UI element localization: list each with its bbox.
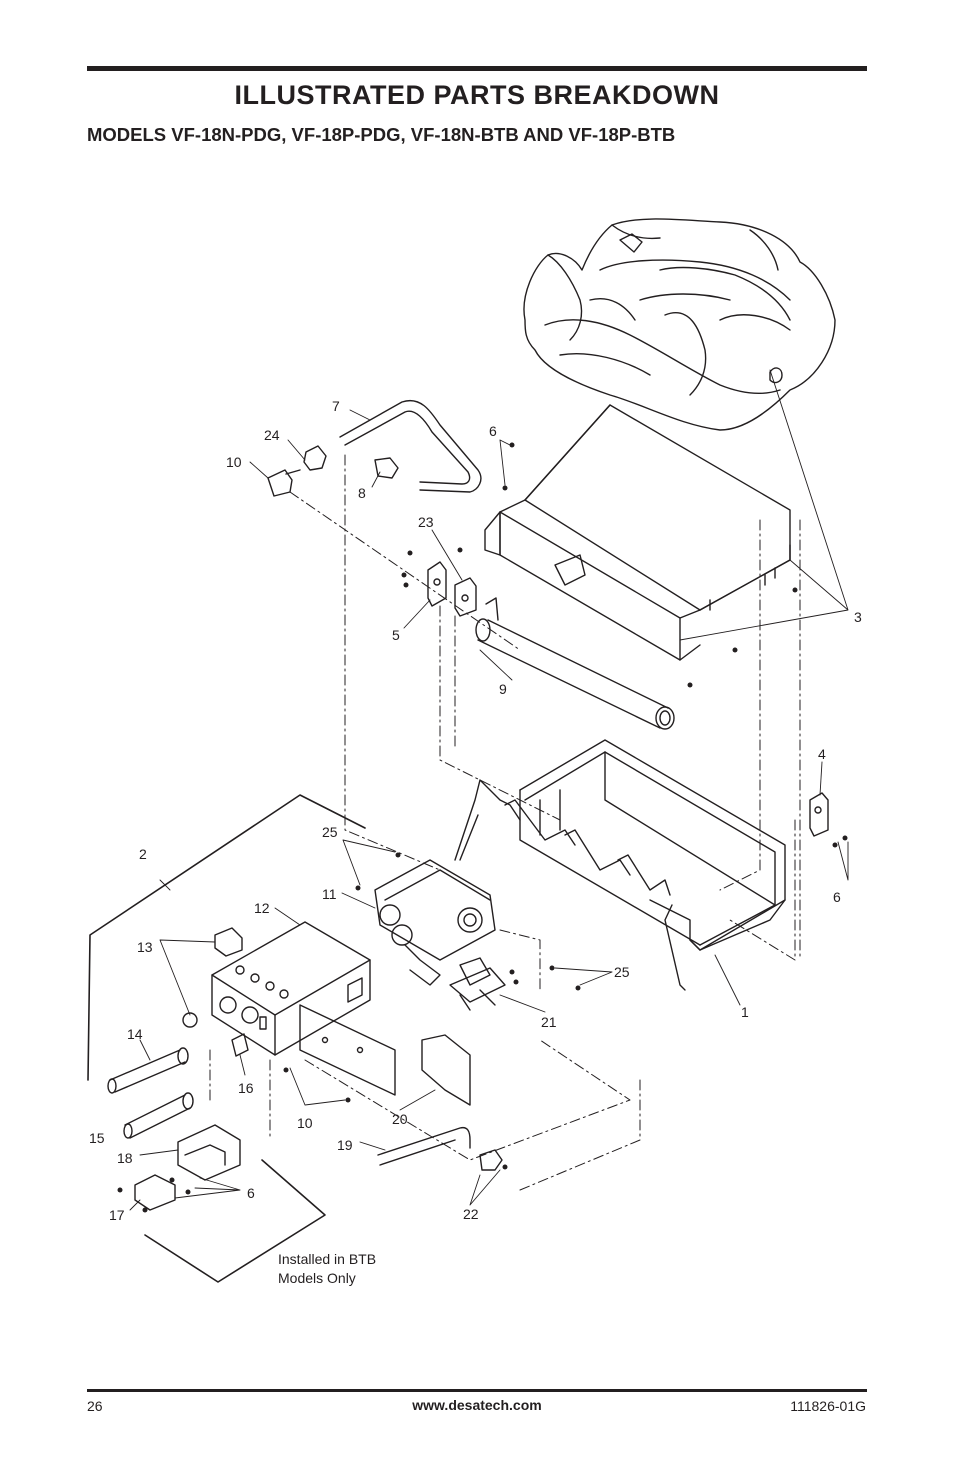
callout-18: 18 — [117, 1150, 133, 1166]
callout-5: 5 — [392, 627, 400, 643]
burner-tube — [475, 597, 675, 730]
callout-6-top: 6 — [489, 423, 497, 439]
page-title: ILLUSTRATED PARTS BREAKDOWN — [234, 80, 720, 110]
gas-valve — [374, 859, 496, 986]
brackets — [427, 561, 829, 837]
callout-19: 19 — [337, 1137, 353, 1153]
callout-23: 23 — [418, 514, 434, 530]
callout-13: 13 — [137, 939, 153, 955]
callout-10-top: 10 — [226, 454, 242, 470]
callout-15: 15 — [89, 1130, 105, 1146]
control-box — [211, 921, 396, 1096]
callout-10-bottom: 10 — [297, 1115, 313, 1131]
callout-22: 22 — [463, 1206, 479, 1222]
callout-12: 12 — [254, 900, 270, 916]
callout-4: 4 — [818, 746, 826, 762]
callout-17: 17 — [109, 1207, 125, 1223]
callout-8: 8 — [358, 485, 366, 501]
burner-shield — [484, 404, 791, 661]
callout-16: 16 — [238, 1080, 254, 1096]
callout-25-bottom: 25 — [614, 964, 630, 980]
log-set — [523, 218, 836, 431]
doc-code: 111826-01G — [790, 1398, 866, 1414]
callout-14: 14 — [127, 1026, 143, 1042]
callout-7: 7 — [332, 398, 340, 414]
callout-2: 2 — [139, 846, 147, 862]
btb-note-line-2: Models Only — [278, 1270, 356, 1286]
flex-gas-line — [267, 399, 482, 497]
pilot-and-tubing — [377, 967, 506, 1171]
btb-note: Installed in BTB Models Only — [278, 1250, 376, 1288]
footer-url[interactable]: www.desatech.com — [412, 1397, 542, 1413]
grate — [454, 739, 786, 991]
callout-9: 9 — [499, 681, 507, 697]
small-parts — [107, 927, 249, 1211]
bottom-rule — [87, 1389, 867, 1392]
callout-6-right: 6 — [833, 889, 841, 905]
btb-note-line-1: Installed in BTB — [278, 1251, 377, 1267]
callout-21: 21 — [541, 1014, 557, 1030]
callout-25-top: 25 — [322, 824, 338, 840]
callout-3: 3 — [854, 609, 862, 625]
models-subtitle: MODELS VF-18N-PDG, VF-18P-PDG, VF-18N-BT… — [87, 124, 676, 145]
callout-24: 24 — [264, 427, 280, 443]
callout-20: 20 — [392, 1111, 408, 1127]
top-rule — [87, 66, 867, 71]
callout-11: 11 — [322, 886, 337, 902]
page-number: 26 — [87, 1398, 103, 1414]
callout-1: 1 — [741, 1004, 749, 1020]
callout-6-bottom: 6 — [247, 1185, 255, 1201]
